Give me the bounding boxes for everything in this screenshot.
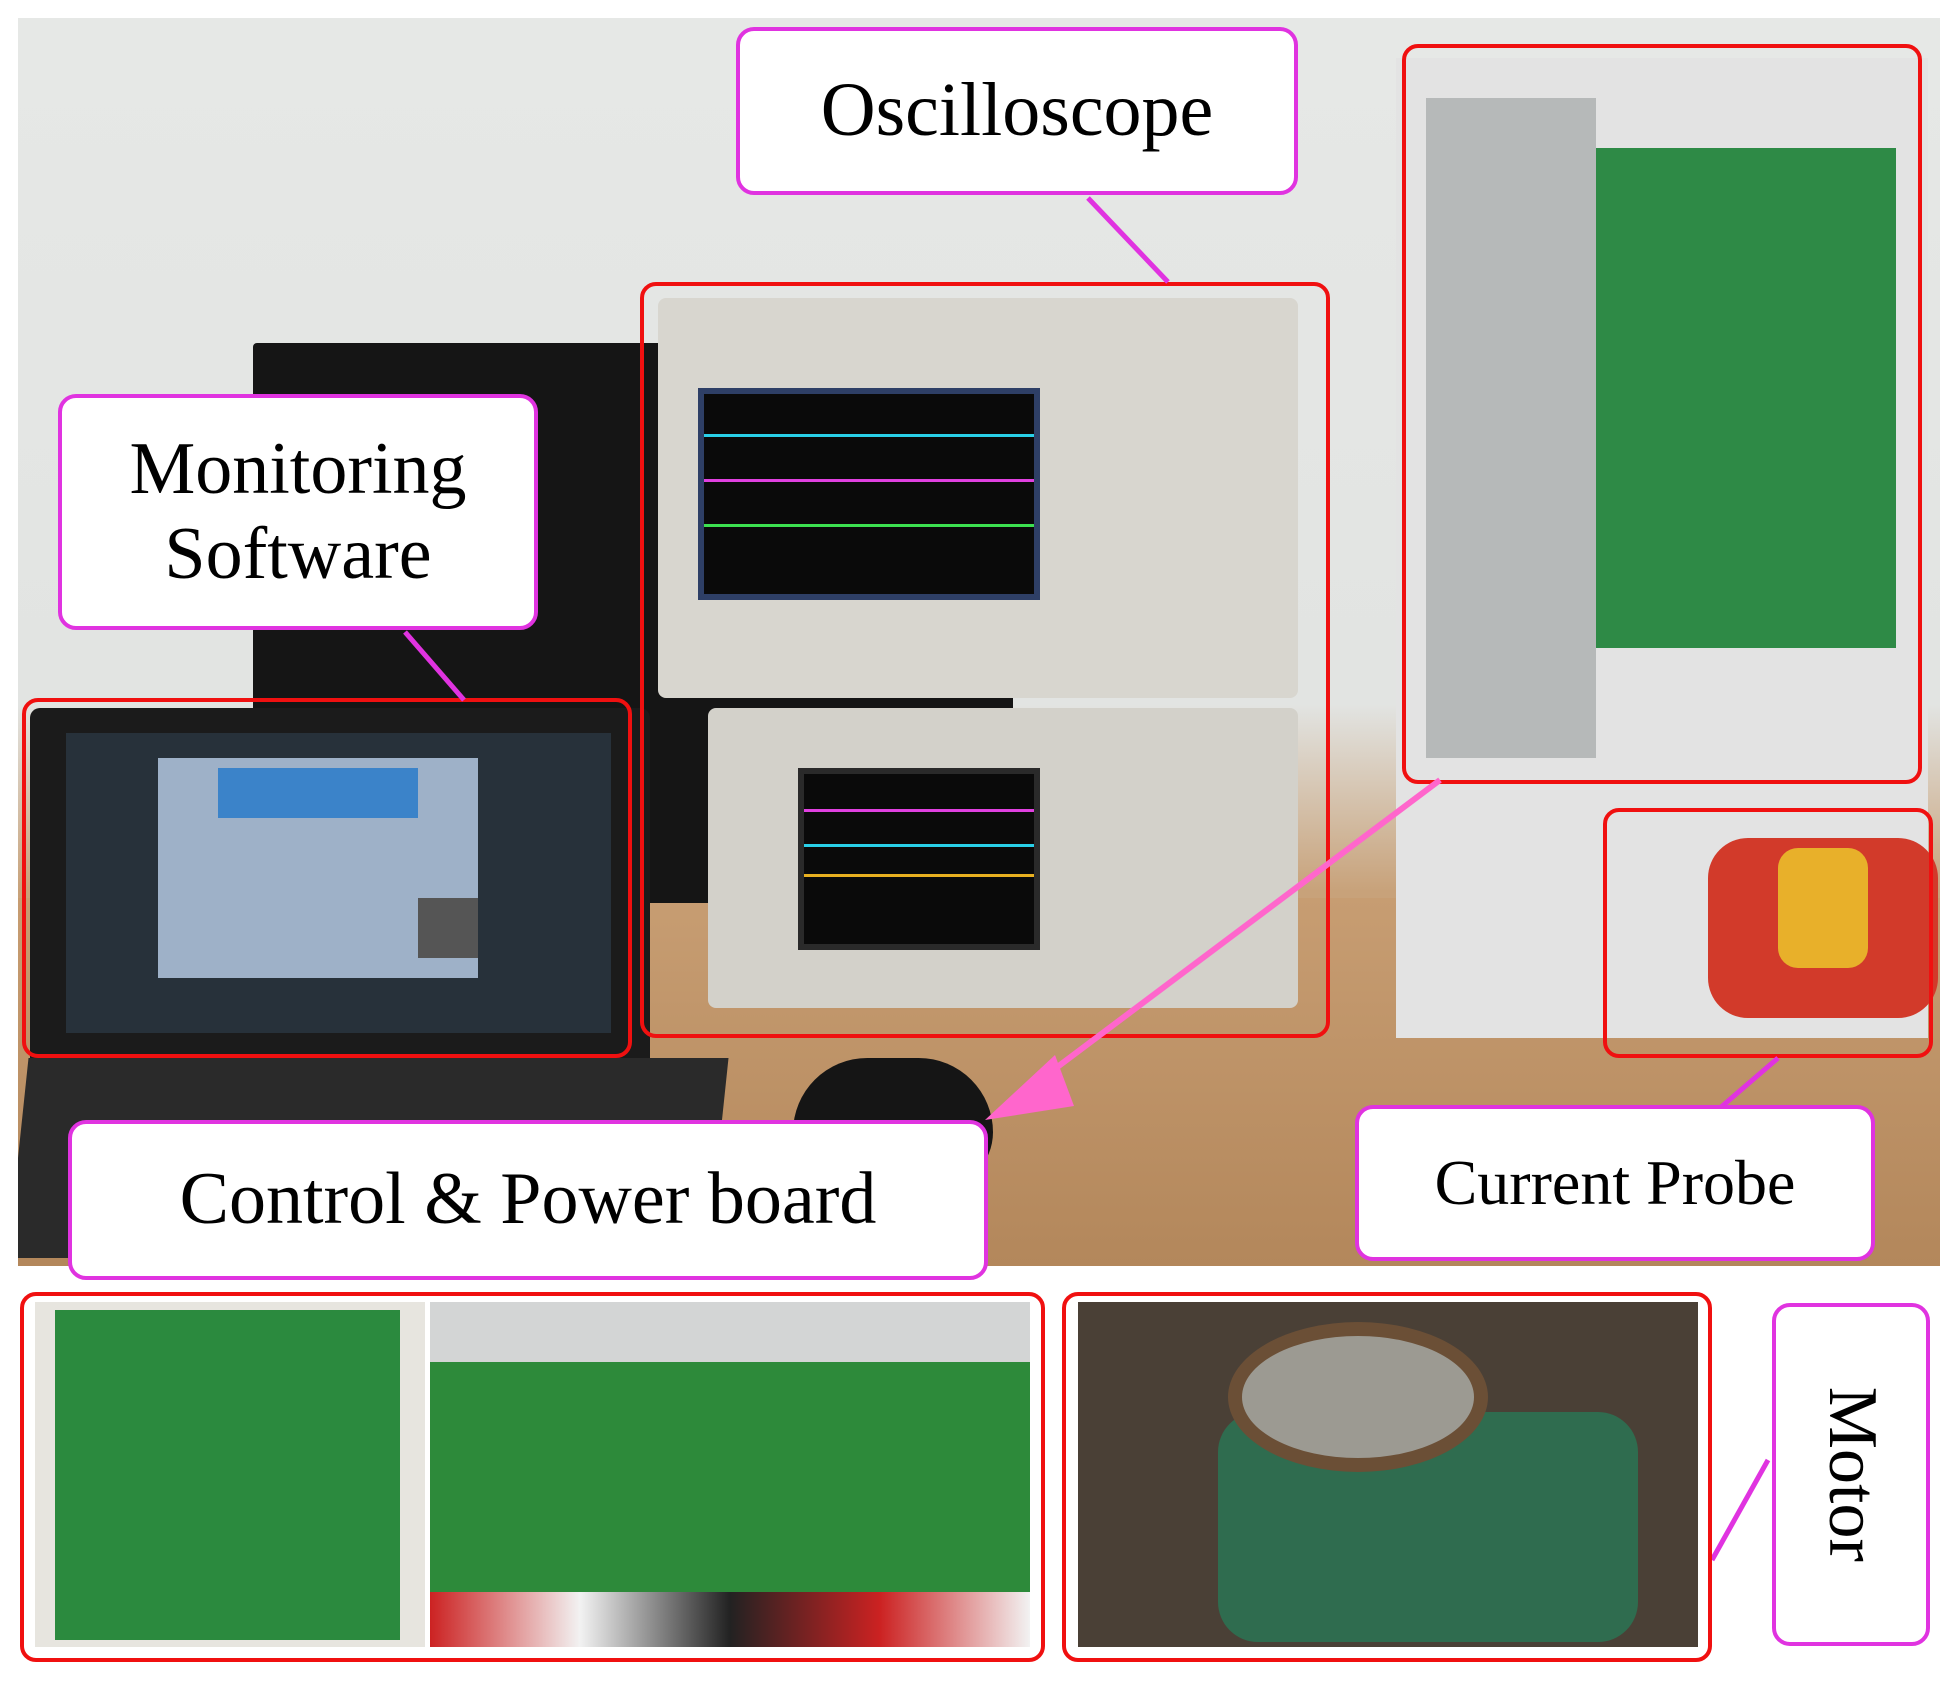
monitoring-software-window bbox=[158, 758, 478, 978]
board-arrow-shaft bbox=[1038, 777, 1442, 1083]
trace-magenta bbox=[804, 809, 1034, 812]
oscilloscope-frame bbox=[640, 282, 1330, 1038]
power-board-wires bbox=[430, 1592, 1030, 1647]
oscilloscope-label: Oscilloscope bbox=[736, 27, 1298, 195]
trace-magenta bbox=[704, 479, 1034, 482]
cabinet-pcb bbox=[1596, 148, 1896, 648]
monitoring-software-label: Monitoring Software bbox=[58, 394, 538, 630]
control-board-pcb bbox=[55, 1310, 400, 1640]
heatsink-plate bbox=[1426, 98, 1596, 758]
motor-frame bbox=[1062, 1292, 1712, 1662]
monitoring-software-label-line1: Monitoring bbox=[129, 427, 467, 510]
oscilloscope-bottom bbox=[708, 708, 1298, 1008]
current-probe-jaw bbox=[1778, 848, 1868, 968]
motor-photo bbox=[1078, 1302, 1698, 1647]
control-power-board-frame bbox=[1402, 44, 1922, 784]
test-bench-photo bbox=[18, 18, 1940, 1266]
control-power-board-label-text: Control & Power board bbox=[179, 1158, 877, 1241]
current-probe-label-text: Current Probe bbox=[1434, 1147, 1796, 1219]
trace-yellow bbox=[804, 874, 1034, 877]
oscilloscope-leader-line bbox=[1086, 196, 1170, 284]
power-board-heatsink bbox=[430, 1302, 1030, 1362]
control-power-board-label: Control & Power board bbox=[68, 1120, 988, 1280]
motor-label-text: Motor bbox=[1813, 1387, 1891, 1562]
oscilloscope-top bbox=[658, 298, 1298, 698]
current-probe-leader-line bbox=[1718, 1056, 1780, 1110]
motor-label: Motor bbox=[1772, 1303, 1930, 1646]
trace-cyan bbox=[704, 434, 1034, 437]
monitoring-software-frame bbox=[22, 698, 632, 1058]
oscilloscope-bottom-screen bbox=[798, 768, 1040, 950]
control-board-photo bbox=[35, 1302, 425, 1647]
motor-leader-line bbox=[1709, 1458, 1771, 1562]
current-probe-label: Current Probe bbox=[1355, 1105, 1875, 1261]
current-probe-frame bbox=[1603, 808, 1933, 1058]
boards-frame bbox=[20, 1292, 1045, 1662]
monitoring-leader-line bbox=[403, 630, 466, 702]
trace-green bbox=[704, 524, 1034, 527]
power-board-photo bbox=[430, 1302, 1030, 1647]
monitoring-software-label-line2: Software bbox=[164, 513, 432, 595]
software-waveform-panel bbox=[418, 898, 478, 958]
oscilloscope-label-text: Oscilloscope bbox=[820, 68, 1214, 153]
trace-cyan bbox=[804, 844, 1034, 847]
software-header-bar bbox=[218, 768, 418, 818]
board-arrow-head bbox=[985, 1055, 1074, 1120]
oscilloscope-top-screen bbox=[698, 388, 1040, 600]
